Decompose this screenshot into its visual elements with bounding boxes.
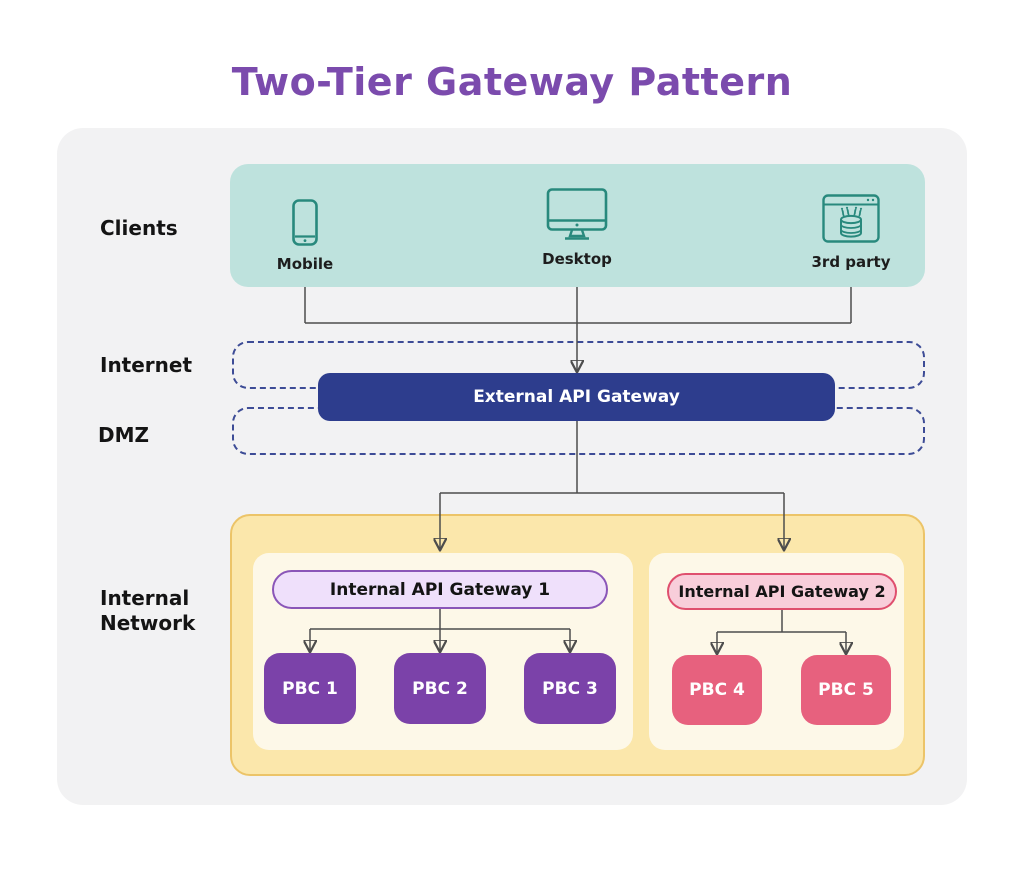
tier-label-internet: Internet bbox=[100, 353, 193, 377]
tier-label-internal-line1: Internal bbox=[100, 586, 190, 610]
client-third-party: 3rd party bbox=[791, 183, 911, 271]
pbc-1-node: PBC 1 bbox=[264, 653, 356, 724]
client-mobile-label: Mobile bbox=[276, 255, 334, 273]
external-api-gateway-node: External API Gateway bbox=[318, 373, 835, 421]
tier-label-internal-line2: Network bbox=[100, 611, 196, 635]
pbc-3-node: PBC 3 bbox=[524, 653, 616, 724]
client-third-party-label: 3rd party bbox=[811, 253, 891, 271]
pbc-5-node: PBC 5 bbox=[801, 655, 891, 725]
smartphone-icon bbox=[292, 199, 318, 246]
tier-label-dmz: DMZ bbox=[98, 423, 150, 447]
tier-label-clients: Clients bbox=[100, 216, 178, 240]
pbc-4-node: PBC 4 bbox=[672, 655, 762, 725]
diagram-title: Two-Tier Gateway Pattern bbox=[231, 60, 793, 104]
client-desktop: Desktop bbox=[517, 180, 637, 268]
internal-api-gateway-1-node: Internal API Gateway 1 bbox=[272, 570, 608, 609]
client-desktop-label: Desktop bbox=[542, 250, 612, 268]
client-mobile: Mobile bbox=[255, 185, 355, 273]
desktop-monitor-icon bbox=[546, 188, 608, 240]
pbc-2-node: PBC 2 bbox=[394, 653, 486, 724]
tier-label-internal-network: Internal Network bbox=[100, 586, 195, 636]
internal-api-gateway-2-node: Internal API Gateway 2 bbox=[667, 573, 897, 610]
third-party-api-icon bbox=[822, 194, 880, 243]
